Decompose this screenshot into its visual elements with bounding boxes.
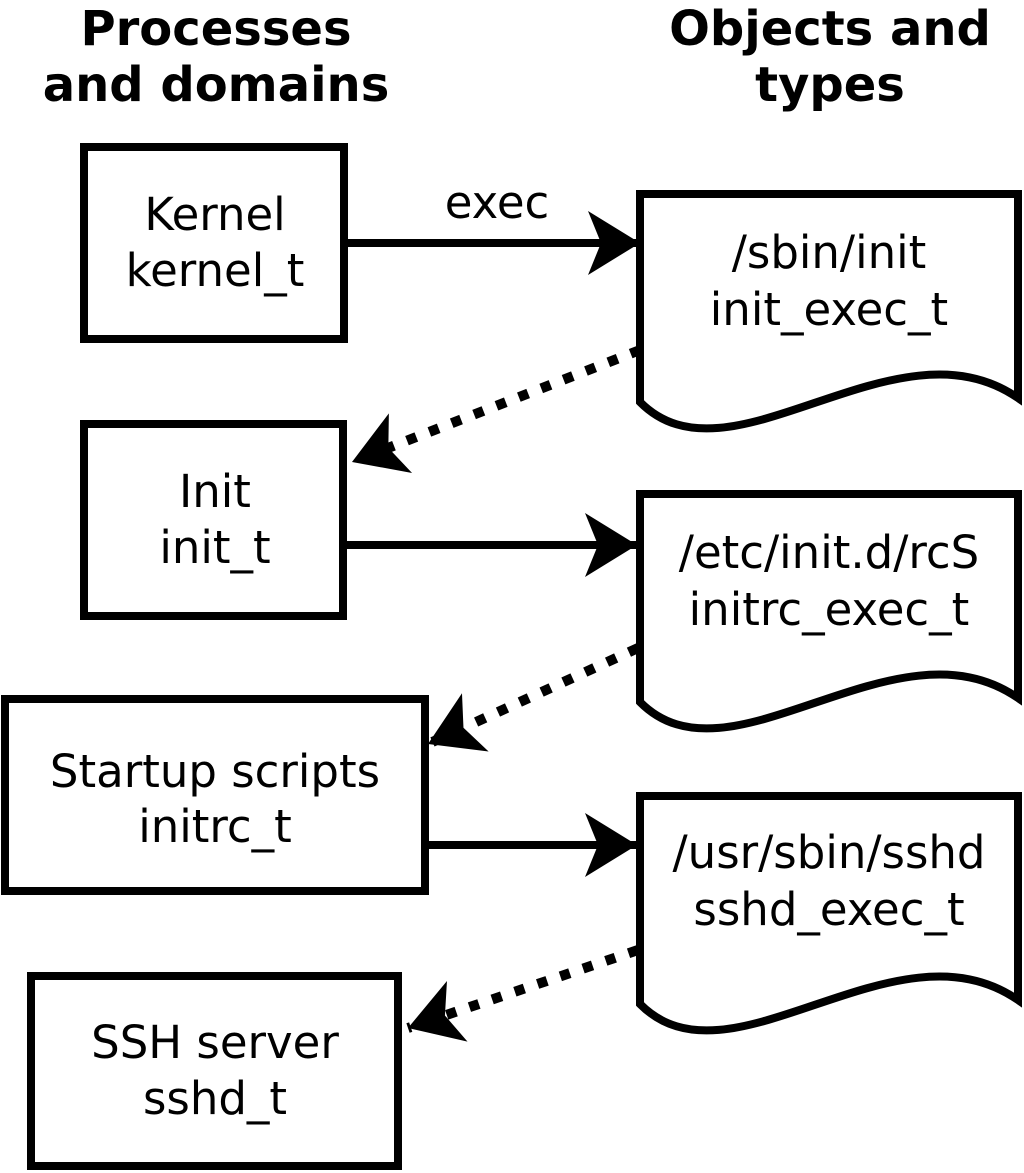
- right-column-title-line2: types: [755, 57, 905, 113]
- process-node-startup-scripts: Startup scripts initrc_t: [1, 695, 429, 895]
- exec-arrow-label: exec: [445, 176, 550, 229]
- document-shape-etc-initd-rcs: [636, 490, 1022, 733]
- process-node-init: Init init_t: [80, 420, 347, 620]
- process-box-init: [80, 420, 347, 620]
- process-box-kernel: [80, 143, 348, 343]
- object-path: /sbin/init: [732, 226, 927, 279]
- process-name: Startup scripts: [50, 745, 380, 798]
- process-node-ssh-server: SSH server sshd_t: [27, 972, 402, 1170]
- right-column-title-line1: Objects and: [669, 1, 991, 57]
- object-node-sbin-init: /sbin/init init_exec_t: [636, 190, 1022, 433]
- document-shape-sbin-init: [636, 190, 1022, 433]
- transition-arrow-init-exec-to-init: [350, 345, 642, 473]
- object-path: /etc/init.d/rcS: [679, 526, 979, 579]
- object-node-usr-sbin-sshd: /usr/sbin/sshd sshd_exec_t: [636, 792, 1022, 1035]
- left-column-title-line2: and domains: [43, 57, 390, 113]
- process-box-startup-scripts: [1, 695, 429, 895]
- column-header-objects: Objects and types: [669, 1, 991, 113]
- process-type: kernel_t: [126, 244, 305, 297]
- process-box-ssh-server: [27, 972, 402, 1170]
- object-type: sshd_exec_t: [693, 883, 964, 936]
- left-column-title-line1: Processes: [80, 1, 351, 57]
- process-type: sshd_t: [143, 1072, 287, 1125]
- transition-arrow-initrc-exec-to-initrc: [425, 643, 641, 752]
- process-name: Kernel: [144, 188, 285, 241]
- process-type: initrc_t: [138, 800, 292, 853]
- process-name: SSH server: [91, 1016, 339, 1069]
- document-shape-usr-sbin-sshd: [636, 792, 1022, 1035]
- process-node-kernel: Kernel kernel_t: [80, 143, 348, 343]
- object-node-etc-initd-rcs: /etc/init.d/rcS initrc_exec_t: [636, 490, 1022, 733]
- process-name: Init: [179, 465, 251, 518]
- object-type: init_exec_t: [710, 283, 948, 336]
- process-type: init_t: [159, 521, 270, 574]
- transition-arrow-sshd-exec-to-sshd: [406, 945, 640, 1042]
- object-type: initrc_exec_t: [689, 583, 970, 636]
- object-path: /usr/sbin/sshd: [673, 826, 986, 879]
- column-header-processes: Processes and domains: [43, 1, 390, 113]
